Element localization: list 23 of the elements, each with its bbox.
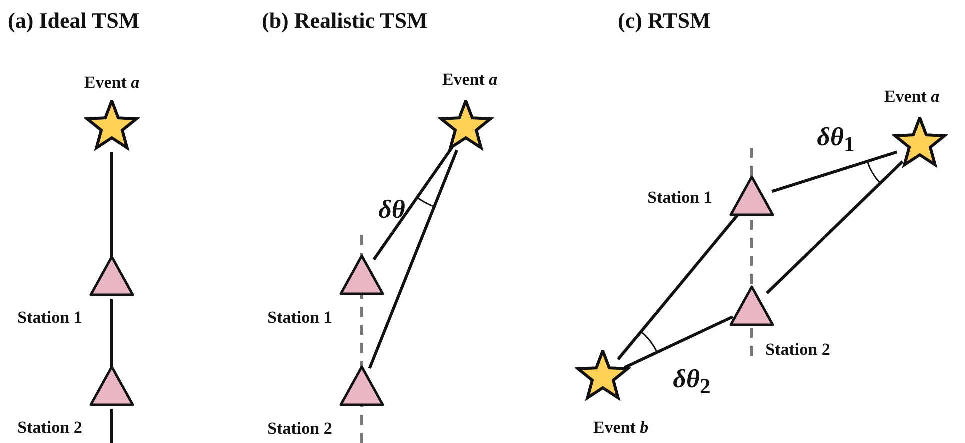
ray-path <box>624 316 734 370</box>
event-label: Event b <box>593 418 649 438</box>
angle-label: δθ <box>378 195 406 225</box>
station-label: Station 1 <box>18 308 82 328</box>
event-label: Event a <box>442 70 498 90</box>
station-label: Station 1 <box>648 188 712 208</box>
event-label: Event a <box>84 73 140 93</box>
ray-path <box>372 146 454 261</box>
ray-path <box>368 150 458 370</box>
panel-title: (a) Ideal TSM <box>8 8 140 34</box>
station-label: Station 2 <box>766 340 830 360</box>
station-label: Station 2 <box>268 419 332 439</box>
event-label: Event a <box>884 87 940 107</box>
angle-label: δθ$_{2}$ <box>673 364 711 400</box>
panel-title: (c) RTSM <box>618 8 711 34</box>
ray-path <box>110 409 114 443</box>
ray-path <box>110 299 114 367</box>
ray-path <box>772 150 898 194</box>
panel-title: (b) Realistic TSM <box>262 8 428 34</box>
angle-label: δθ$_{1}$ <box>817 122 855 158</box>
station-label: Station 2 <box>18 418 82 438</box>
ray-path <box>766 160 904 294</box>
station-label: Station 1 <box>268 308 332 328</box>
